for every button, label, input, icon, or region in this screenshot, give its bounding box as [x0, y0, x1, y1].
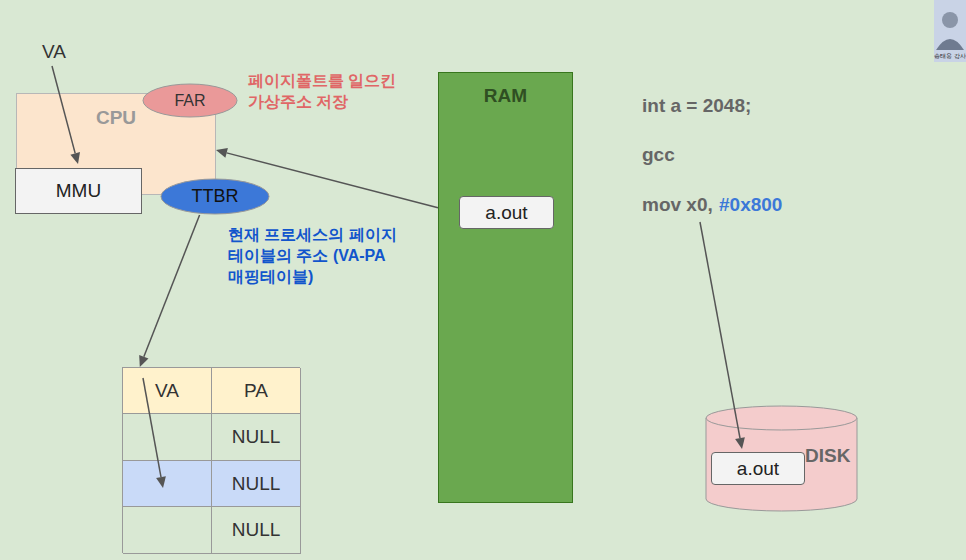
ram-block: RAM a.out	[438, 72, 573, 503]
column-header: PA	[244, 380, 268, 402]
table-cell: NULL	[212, 461, 301, 507]
table-cell	[123, 461, 212, 507]
file-box: a.out	[459, 196, 554, 229]
arrow-head	[216, 148, 228, 158]
node-label: RAM	[484, 85, 527, 107]
annotation-note: 현재 프로세스의 페이지테이블의 주소 (VA-PA 매핑테이블)	[228, 224, 400, 287]
node-label: a.out	[485, 202, 527, 224]
code-to-disk-arrow	[700, 222, 745, 449]
table-cell: VA	[123, 368, 212, 414]
table-value: NULL	[232, 426, 281, 448]
code-line: mov x0,	[642, 194, 713, 216]
node-label: CPU	[96, 107, 136, 129]
annotation-note: 페이지폴트를 일으킨 가상주소 저장	[248, 70, 413, 112]
immediate-value: #0x800	[719, 194, 782, 216]
node-label: a.out	[737, 458, 779, 480]
va-leader-arrow	[52, 66, 80, 164]
cylinder-body	[706, 418, 857, 511]
page-table: VA PA NULL NULL NULL	[122, 367, 300, 553]
table-value: NULL	[232, 473, 281, 495]
table-cell: NULL	[212, 507, 301, 554]
ellipse-shape	[161, 179, 269, 214]
cylinder-top	[706, 406, 857, 430]
register-name: FAR	[174, 92, 205, 110]
register-name: TTBR	[192, 186, 239, 207]
address-label: VA	[42, 41, 66, 63]
table-cell	[123, 507, 212, 554]
disk-label: DISK	[805, 445, 850, 467]
column-header: VA	[155, 380, 179, 402]
table-cell	[123, 414, 212, 461]
connector-line	[144, 215, 200, 357]
node-label: MMU	[56, 180, 101, 202]
ttbr-register: TTBR현재 프로세스의 페이지테이블의 주소 (VA-PA 매핑테이블)	[160, 178, 270, 215]
table-lookup-arrow	[143, 378, 166, 488]
webcam-thumbnail	[934, 0, 966, 62]
table-value: NULL	[232, 519, 281, 541]
code-line: gcc	[642, 144, 675, 166]
table-cell: PA	[212, 368, 301, 414]
presenter-name: 송태웅 강사	[934, 53, 966, 60]
far-register: FAR페이지폴트를 일으킨 가상주소 저장	[142, 83, 238, 118]
connector-arrow	[139, 215, 199, 367]
mmu-box: MMU	[15, 168, 142, 214]
file-box: a.out	[711, 452, 805, 485]
table-cell: NULL	[212, 414, 301, 461]
disk-cylinder: DISK a.out	[705, 405, 858, 512]
code-line: int a = 2048;	[642, 95, 751, 117]
ellipse-shape	[143, 84, 237, 117]
